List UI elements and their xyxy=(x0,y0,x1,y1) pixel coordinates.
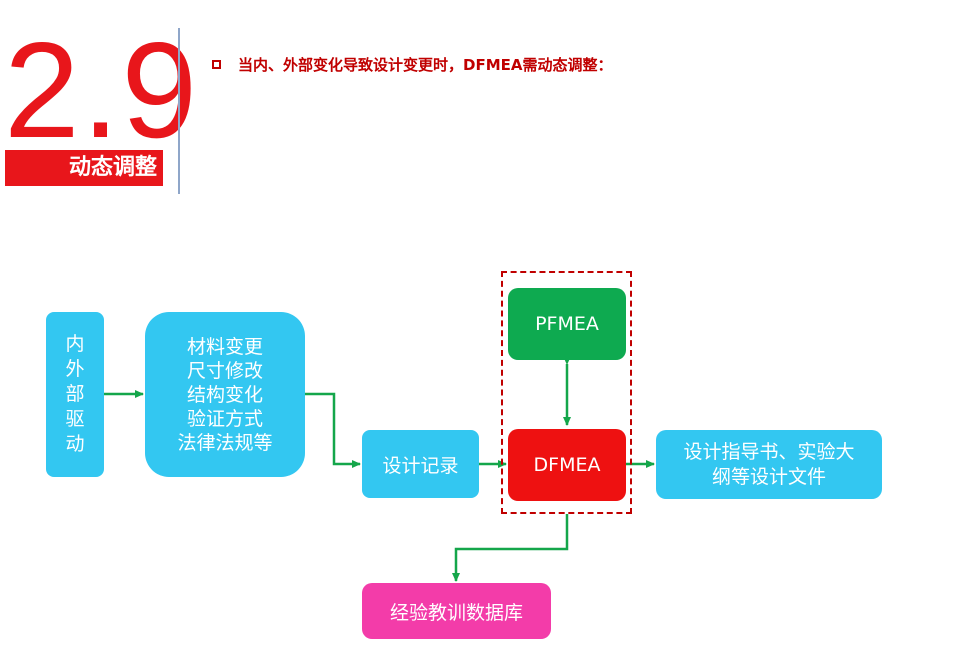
docs-line: 设计指导书、实验大 xyxy=(683,440,855,463)
dfmea-box: DFMEA xyxy=(508,429,626,501)
changes-box: 材料变更 尺寸修改 结构变化 验证方式 法律法规等 xyxy=(145,312,305,477)
changes-line: 尺寸修改 xyxy=(186,359,263,382)
section-tag: 动态调整 xyxy=(5,150,163,186)
docs-line: 纲等设计文件 xyxy=(711,465,826,488)
changes-line: 结构变化 xyxy=(186,383,263,406)
bullet-square-icon xyxy=(212,60,221,69)
changes-line: 材料变更 xyxy=(186,335,263,358)
changes-line: 法律法规等 xyxy=(177,431,273,454)
arrow-dfmea-to-lessons xyxy=(452,514,569,582)
lessons-learned-box: 经验教训数据库 xyxy=(362,583,551,639)
slide-heading: 当内、外部变化导致设计变更时，DFMEA需动态调整： xyxy=(238,56,613,74)
arrow-changes-to-record xyxy=(305,392,361,468)
drive-box: 内外部驱动 xyxy=(46,312,104,477)
changes-line: 验证方式 xyxy=(186,407,263,430)
title-divider xyxy=(178,28,180,194)
pfmea-box: PFMEA xyxy=(508,288,626,360)
design-docs-box: 设计指导书、实验大 纲等设计文件 xyxy=(656,430,882,499)
design-record-box: 设计记录 xyxy=(362,430,479,498)
section-number: 2.9 xyxy=(4,14,200,166)
fmea-group-frame xyxy=(501,271,632,514)
